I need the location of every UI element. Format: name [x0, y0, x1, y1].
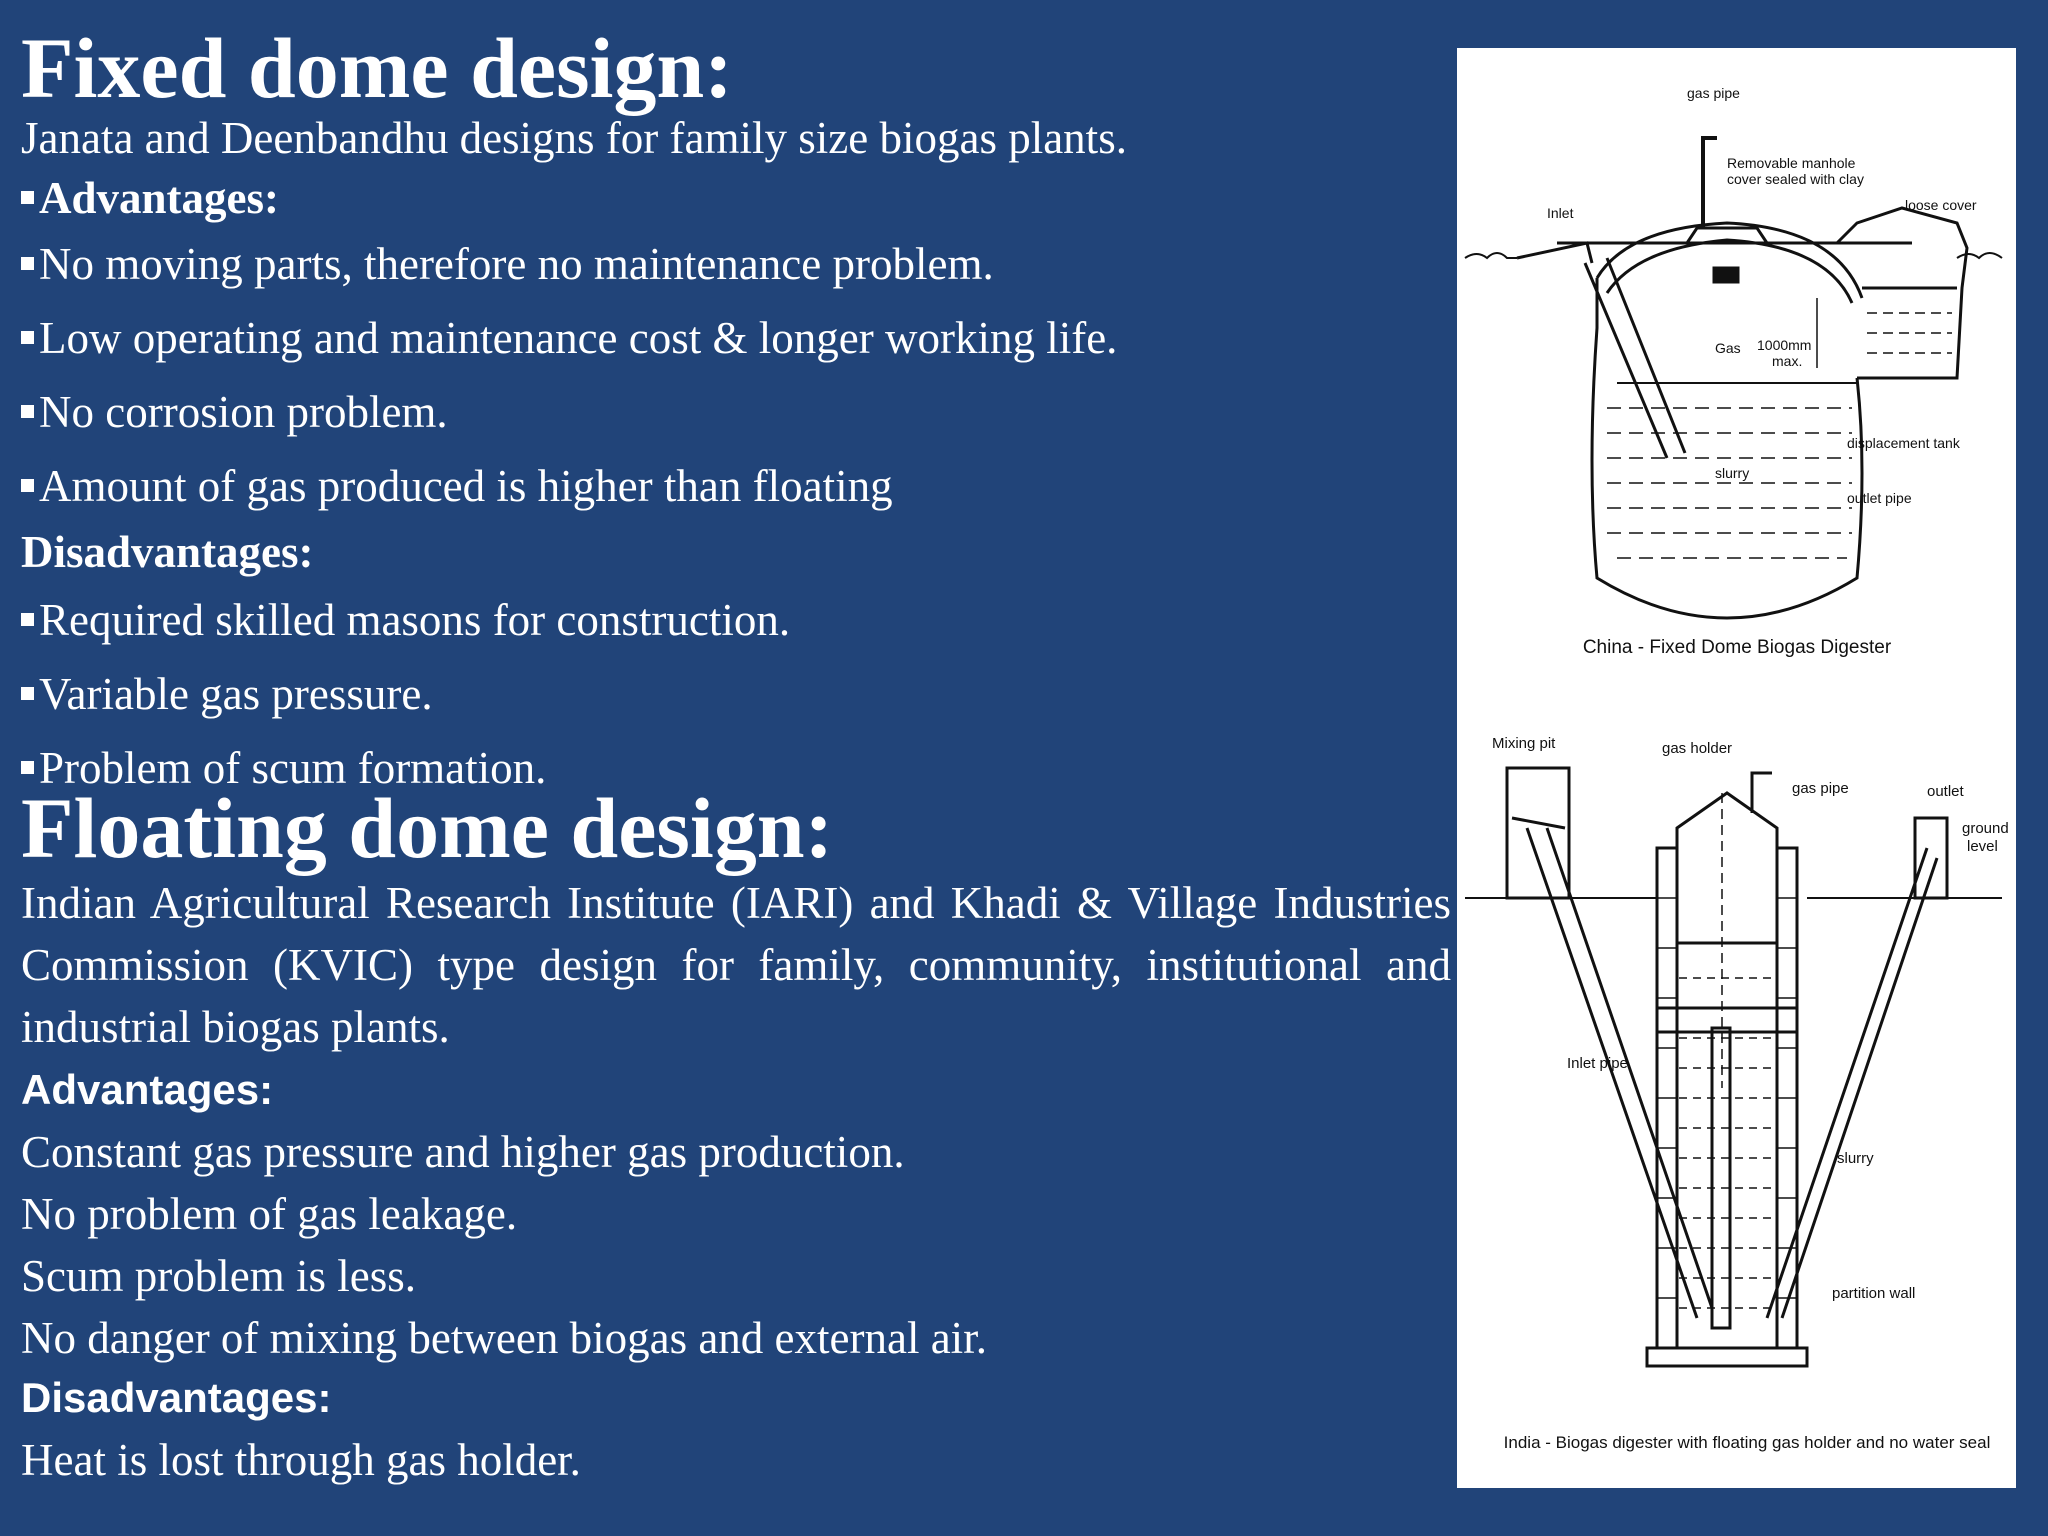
label-mixing-pit: Mixing pit [1492, 735, 1556, 752]
fixed-disadvantage-item: Variable gas pressure. [21, 668, 1451, 720]
fixed-disadvantages-heading: Disadvantages: [21, 527, 314, 577]
label-slurry-top: slurry [1715, 465, 1749, 481]
label-manhole: Removable manhole [1727, 155, 1856, 171]
label-depth: 1000mm [1757, 337, 1811, 353]
floating-advantage-item: No problem of gas leakage. [21, 1189, 518, 1239]
floating-disadvantages-heading: Disadvantages: [21, 1374, 332, 1421]
fixed-disadvantage-item: Problem of scum formation. [21, 742, 1451, 794]
fixed-advantage-item: Amount of gas produced is higher than fl… [21, 460, 1451, 512]
label-partition-wall: partition wall [1832, 1285, 1915, 1302]
label-level: level [1967, 838, 1998, 855]
label-gas-pipe-bottom: gas pipe [1792, 780, 1849, 797]
label-outlet-pipe: outlet pipe [1847, 490, 1912, 506]
fixed-advantage-item: Low operating and maintenance cost & lon… [21, 312, 1451, 364]
biogas-diagrams: gas pipe Removable manhole cover sealed … [1464, 85, 2009, 1452]
floating-dome-digester-diagram [1465, 766, 2002, 1368]
label-ground: ground [1962, 820, 2009, 837]
floating-advantage-item: No danger of mixing between biogas and e… [21, 1313, 987, 1363]
caption-fixed-dome: China - Fixed Dome Biogas Digester [1583, 637, 1892, 658]
diagram-panel: gas pipe Removable manhole cover sealed … [1457, 48, 2016, 1488]
fixed-dome-title: Fixed dome design: [21, 20, 733, 116]
label-outlet: outlet [1927, 783, 1965, 800]
fixed-disadvantage-item: Required skilled masons for construction… [21, 594, 1451, 646]
fixed-advantage-item: No corrosion problem. [21, 386, 1451, 438]
label-inlet-pipe: Inlet pipe [1567, 1055, 1628, 1072]
fixed-dome-digester-diagram [1464, 136, 2003, 620]
label-manhole-2: cover sealed with clay [1727, 171, 1864, 187]
floating-intro: Indian Agricultural Research Institute (… [21, 878, 1451, 1052]
floating-advantages-heading: Advantages: [21, 1066, 274, 1113]
floating-dome-title: Floating dome design: [21, 780, 834, 876]
fixed-advantages-heading: Advantages: [21, 172, 1451, 224]
label-slurry-bottom: slurry [1837, 1150, 1874, 1167]
floating-disadvantage-item: Heat is lost through gas holder. [21, 1435, 581, 1485]
label-gas: Gas [1715, 340, 1741, 356]
label-gas-pipe-top: gas pipe [1687, 85, 1740, 101]
label-inlet: Inlet [1547, 205, 1574, 221]
fixed-intro: Janata and Deenbandhu designs for family… [21, 113, 1127, 163]
label-gas-holder: gas holder [1662, 740, 1732, 757]
label-depth-2: max. [1772, 353, 1802, 369]
label-loose-cover: loose cover [1905, 197, 1977, 213]
caption-floating-dome: India - Biogas digester with floating ga… [1504, 1433, 1991, 1452]
label-displacement-tank: displacement tank [1847, 435, 1961, 451]
text-column: Fixed dome design: Janata and Deenbandhu… [21, 22, 1451, 1488]
fixed-advantage-item: No moving parts, therefore no maintenanc… [21, 238, 1451, 290]
floating-advantage-item: Constant gas pressure and higher gas pro… [21, 1127, 905, 1177]
floating-advantage-item: Scum problem is less. [21, 1251, 416, 1301]
